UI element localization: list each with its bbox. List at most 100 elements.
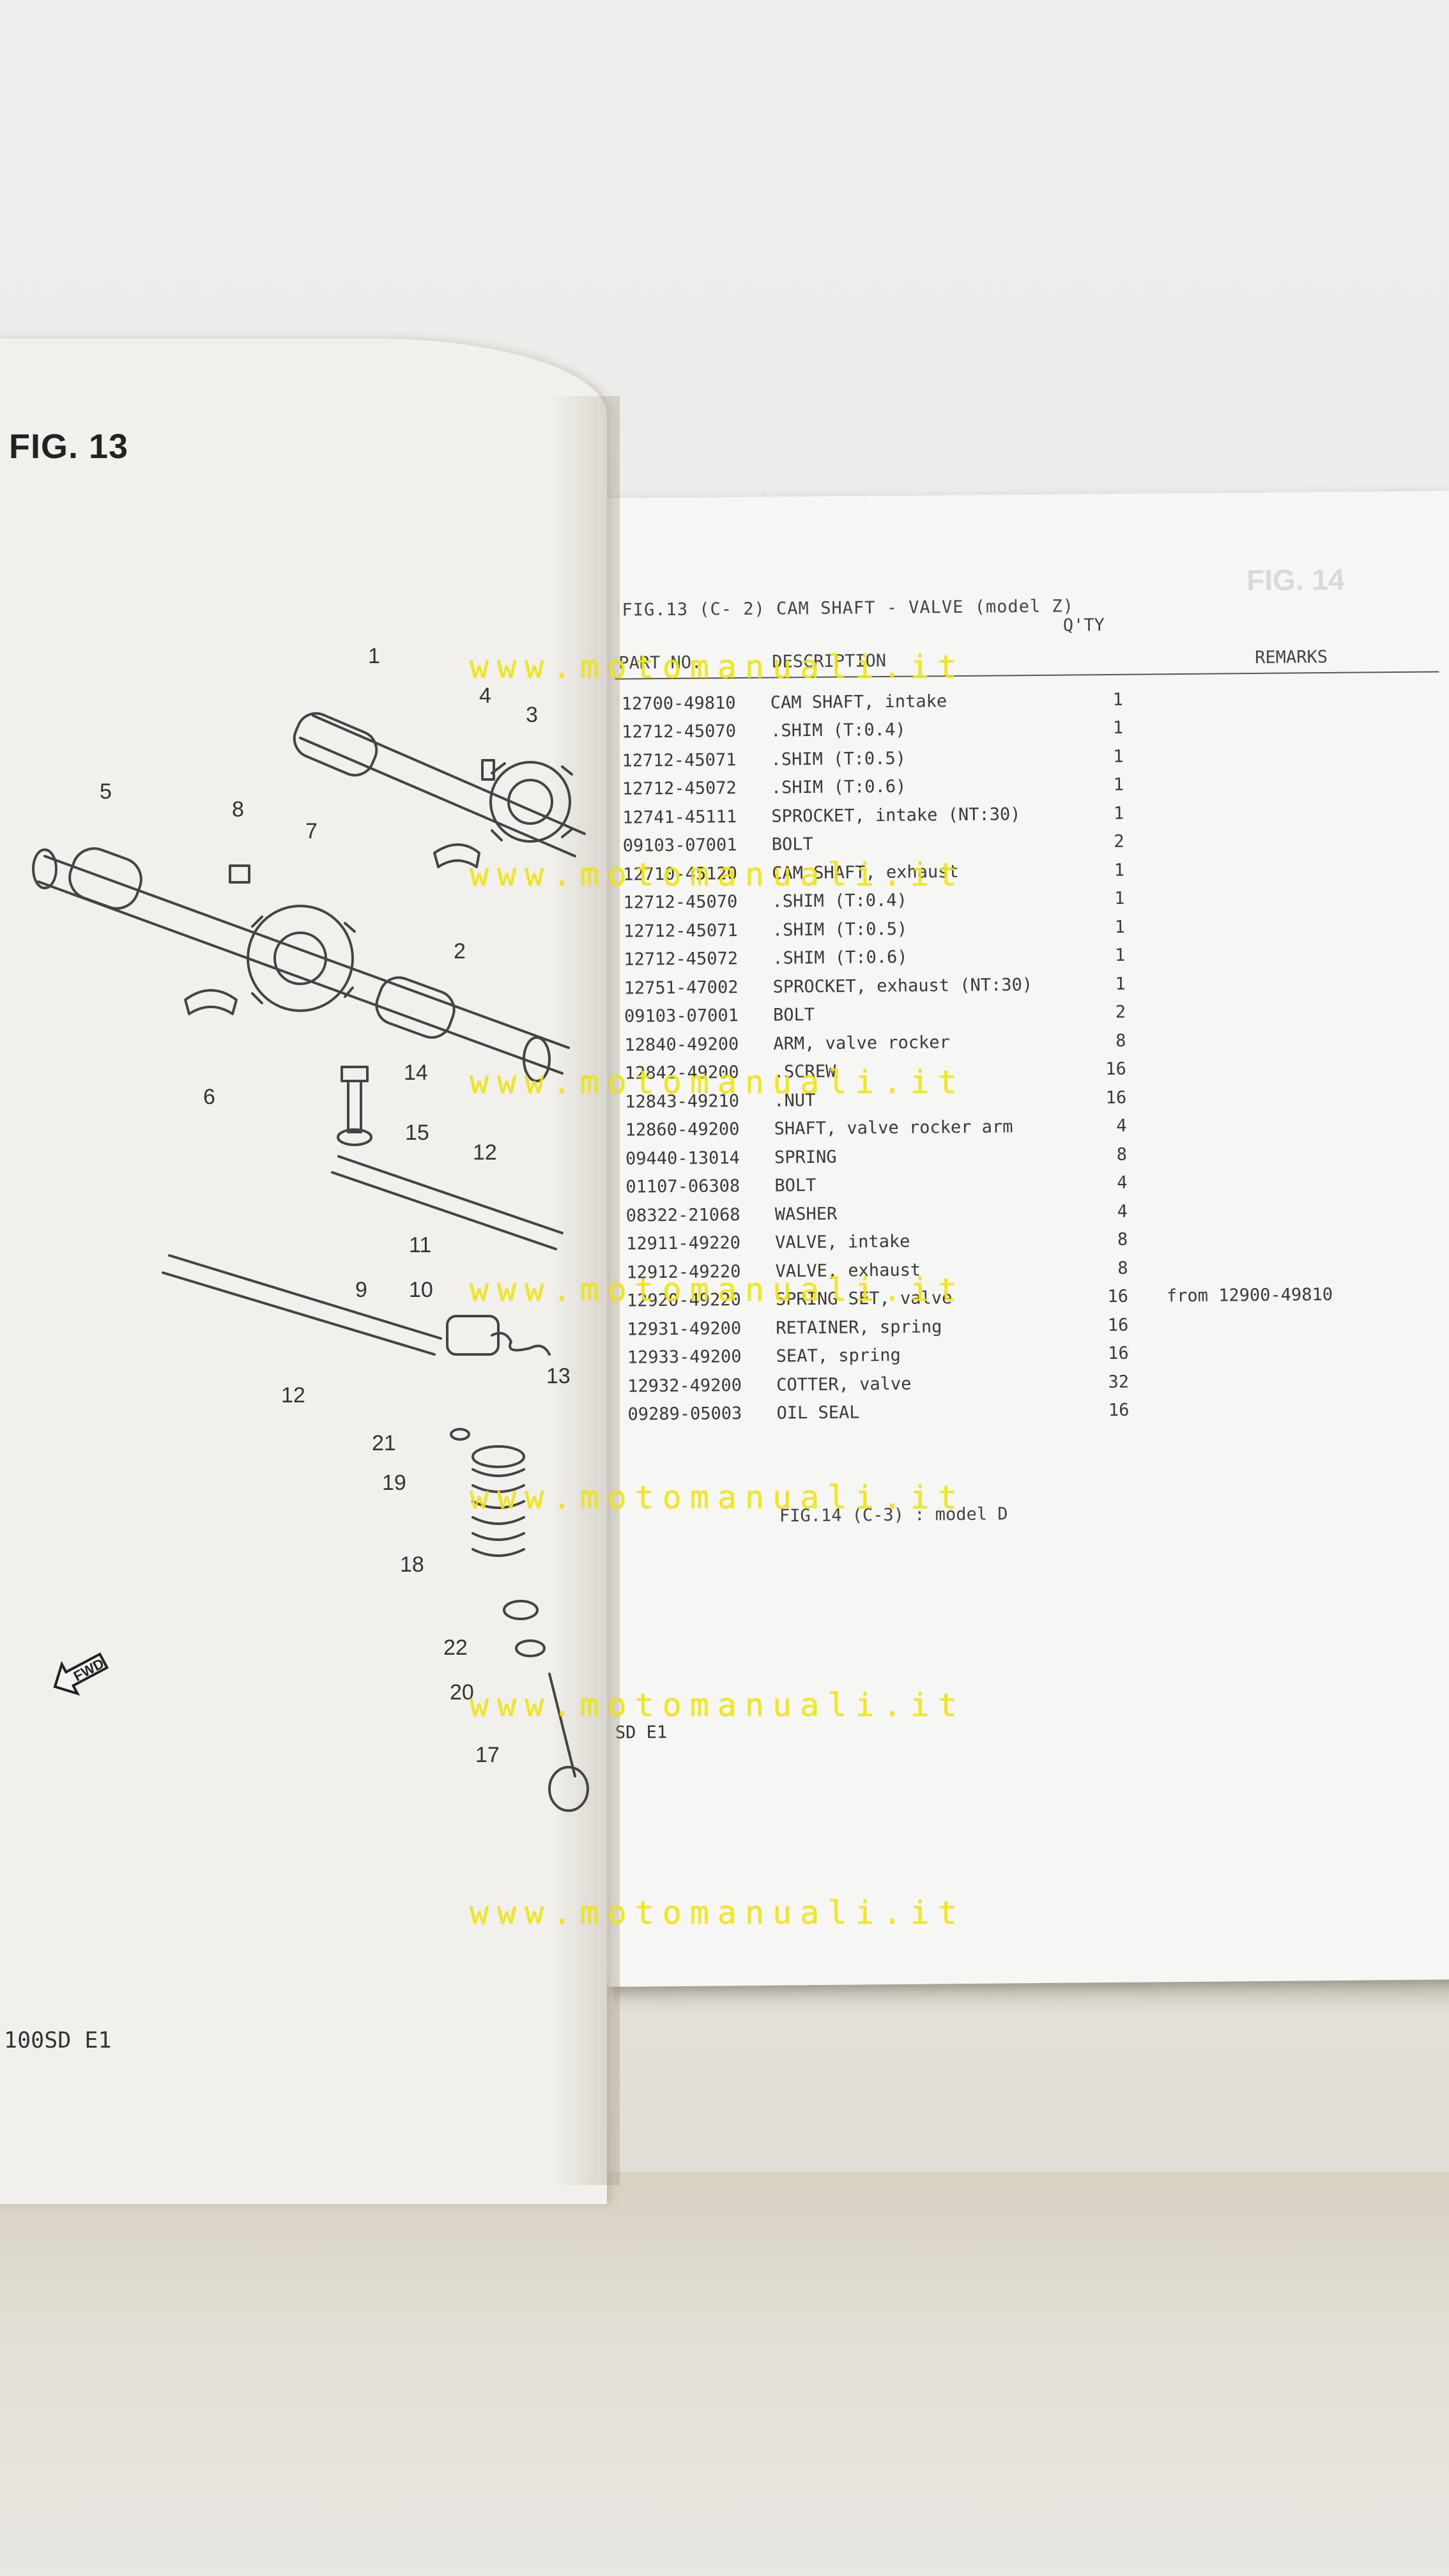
part-no-cell: 12931-49200 bbox=[627, 1318, 742, 1340]
col-header-remarks: REMARKS bbox=[1255, 647, 1328, 668]
desk-surface bbox=[0, 2172, 1449, 2576]
description-cell: BOLT bbox=[771, 834, 813, 855]
remarks-cell bbox=[1123, 712, 1328, 742]
qty-cell: 4 bbox=[1116, 1116, 1127, 1137]
qty-cell: 1 bbox=[1115, 974, 1126, 994]
description-cell: .SHIM (T:0.5) bbox=[770, 748, 907, 770]
remarks-cell bbox=[1126, 996, 1330, 1026]
qty-cell: 32 bbox=[1108, 1372, 1130, 1392]
qty-cell: 1 bbox=[1113, 803, 1124, 824]
callout-14: 14 bbox=[404, 1061, 428, 1085]
part-no-cell: 12712-45071 bbox=[622, 749, 737, 771]
figure-caption: FIG.13 (C- 2) CAM SHAFT - VALVE (model Z… bbox=[622, 596, 1075, 620]
qty-header: Q'TY bbox=[1062, 615, 1105, 636]
left-page bbox=[0, 339, 607, 2204]
watermark-4: www.motomanuali.it bbox=[470, 1271, 965, 1308]
figure-title: FIG. 13 bbox=[9, 427, 129, 466]
qty-cell: 8 bbox=[1117, 1258, 1128, 1278]
remarks-cell bbox=[1127, 1138, 1331, 1169]
watermark-1: www.motomanuali.it bbox=[470, 648, 965, 686]
part-no-cell: 12741-45111 bbox=[622, 806, 737, 828]
callout-5: 5 bbox=[100, 779, 112, 804]
watermark-3: www.motomanuali.it bbox=[470, 1064, 965, 1101]
part-no-cell: 12712-45072 bbox=[624, 949, 739, 970]
fwd-arrow-icon: FWD bbox=[53, 1652, 109, 1696]
description-cell: BOLT bbox=[772, 1005, 815, 1025]
qty-cell: 8 bbox=[1116, 1144, 1128, 1165]
remarks-cell bbox=[1127, 1167, 1331, 1197]
description-cell: COTTER, valve bbox=[776, 1374, 912, 1395]
gutter-shadow bbox=[549, 396, 620, 2185]
faint-fig-bleed: FIG. 14 bbox=[1246, 562, 1345, 597]
callout-22: 22 bbox=[443, 1636, 468, 1660]
callout-12b: 12 bbox=[281, 1383, 305, 1407]
callout-9: 9 bbox=[355, 1278, 367, 1302]
remarks-cell bbox=[1128, 1195, 1332, 1225]
qty-cell: 16 bbox=[1107, 1287, 1129, 1307]
description-cell: SPROCKET, exhaust (NT:30) bbox=[772, 974, 1033, 997]
part-no-cell: 12933-49200 bbox=[627, 1347, 742, 1368]
exploded-diagram: 1 2 3 4 5 6 7 8 9 10 11 12 12 13 14 15 1… bbox=[32, 644, 589, 1812]
qty-cell: 2 bbox=[1114, 832, 1124, 852]
qty-cell: 16 bbox=[1108, 1344, 1129, 1364]
qty-cell: 1 bbox=[1114, 860, 1125, 880]
callout-4: 4 bbox=[479, 684, 491, 708]
part-no-cell: 12840-49200 bbox=[624, 1034, 739, 1055]
remarks-cell bbox=[1125, 968, 1330, 998]
remarks-cell bbox=[1126, 1082, 1331, 1112]
description-cell: ARM, valve rocker bbox=[773, 1032, 950, 1054]
description-cell: .SHIM (T:0.6) bbox=[770, 777, 907, 798]
remarks-cell bbox=[1126, 1110, 1331, 1140]
description-cell: SEAT, spring bbox=[776, 1346, 901, 1367]
right-page: FIG. 14 FIG.13 (C- 2) CAM SHAFT - VALVE … bbox=[594, 491, 1449, 1987]
remarks-cell bbox=[1124, 854, 1329, 884]
callout-21: 21 bbox=[372, 1431, 396, 1455]
part-no-cell: 09289-05003 bbox=[627, 1404, 742, 1425]
qty-cell: 1 bbox=[1114, 946, 1126, 966]
remarks-cell bbox=[1124, 797, 1328, 827]
callout-6: 6 bbox=[203, 1085, 215, 1109]
qty-cell: 1 bbox=[1114, 917, 1126, 937]
description-cell: .SHIM (T:0.6) bbox=[772, 947, 908, 969]
callout-10: 10 bbox=[409, 1278, 433, 1302]
description-cell: .SHIM (T:0.5) bbox=[772, 919, 908, 940]
remarks-cell bbox=[1126, 1025, 1330, 1055]
watermark-2: www.motomanuali.it bbox=[470, 856, 965, 893]
part-no-cell: 12751-47002 bbox=[624, 977, 739, 999]
part-no-cell: 12932-49200 bbox=[627, 1375, 742, 1397]
description-cell: BOLT bbox=[774, 1176, 816, 1196]
qty-cell: 1 bbox=[1112, 718, 1124, 739]
part-no-cell: 12911-49220 bbox=[626, 1233, 741, 1254]
part-no-cell: 09440-13014 bbox=[625, 1147, 740, 1169]
callout-17: 17 bbox=[475, 1743, 500, 1767]
remarks-cell bbox=[1129, 1366, 1333, 1396]
description-cell: OIL SEAL bbox=[776, 1402, 860, 1423]
callout-11: 11 bbox=[409, 1233, 431, 1257]
part-no-cell: 12712-45072 bbox=[622, 778, 737, 799]
remarks-cell bbox=[1124, 882, 1329, 912]
description-cell: RETAINER, spring bbox=[776, 1317, 942, 1338]
description-cell: SPROCKET, intake (NT:30) bbox=[771, 804, 1021, 827]
remarks-cell bbox=[1125, 939, 1330, 969]
page-code-left: 100SD E1 bbox=[4, 2028, 112, 2053]
remarks-cell bbox=[1123, 740, 1328, 770]
watermark-7: www.motomanuali.it bbox=[470, 1894, 965, 1931]
description-cell: SPRING bbox=[774, 1147, 837, 1168]
callout-18: 18 bbox=[400, 1552, 424, 1577]
callout-8: 8 bbox=[232, 797, 244, 822]
remarks-cell bbox=[1129, 1394, 1333, 1424]
callout-13: 13 bbox=[546, 1364, 571, 1388]
callout-2: 2 bbox=[454, 939, 466, 963]
qty-cell: 1 bbox=[1114, 889, 1125, 909]
remarks-cell bbox=[1128, 1252, 1332, 1282]
watermark-6: www.motomanuali.it bbox=[470, 1687, 965, 1724]
callout-7: 7 bbox=[305, 819, 318, 843]
remarks-cell bbox=[1123, 684, 1328, 714]
description-cell: WASHER bbox=[774, 1204, 838, 1225]
watermark-5: www.motomanuali.it bbox=[470, 1479, 965, 1516]
callout-19: 19 bbox=[382, 1471, 406, 1495]
remarks-cell bbox=[1128, 1223, 1332, 1254]
callout-3: 3 bbox=[526, 703, 538, 727]
remarks-cell bbox=[1124, 825, 1329, 855]
